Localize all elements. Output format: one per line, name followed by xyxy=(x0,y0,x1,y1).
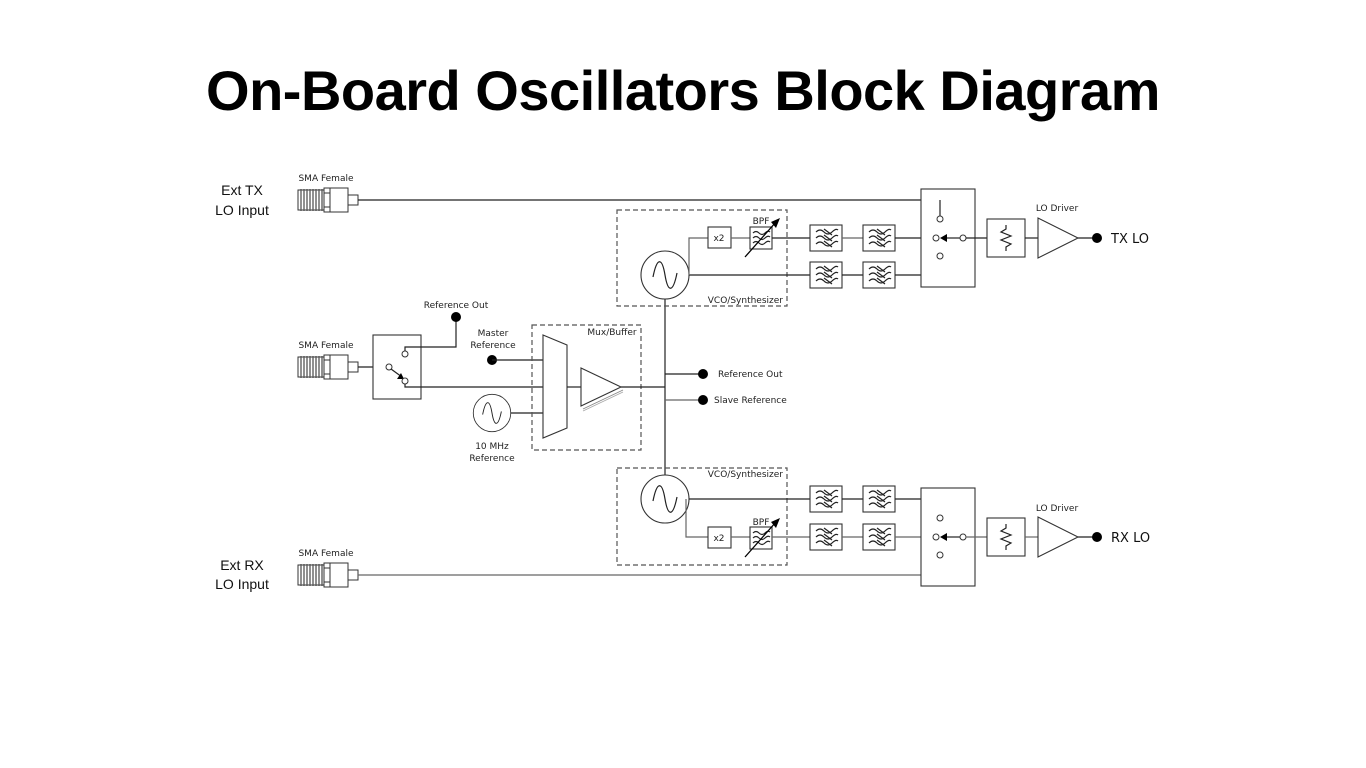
rx-lo-output-label: RX LO xyxy=(1111,531,1150,546)
10mhz-oscillator-icon xyxy=(472,393,512,433)
sma-connector-icon xyxy=(297,562,359,588)
ext-rx-label-line1: Ext RX xyxy=(220,557,264,573)
reference-out-port xyxy=(698,369,708,379)
sma-label-tx: SMA Female xyxy=(298,174,354,184)
reference-input: SMA Female xyxy=(297,341,359,380)
tx-switch-arrow-icon xyxy=(940,234,947,242)
rx-vco-synth-block xyxy=(616,467,788,566)
rx-filter-1b-icon xyxy=(862,485,896,513)
master-reference-label-line1: Master xyxy=(478,329,509,339)
sma-label-ref: SMA Female xyxy=(298,341,354,351)
rx-lo-output-port xyxy=(1092,532,1102,542)
ext-tx-label-line1: Ext TX xyxy=(221,182,263,198)
sma-label-rx: SMA Female xyxy=(298,549,354,559)
ext-tx-lo-input: Ext TX LO Input SMA Female xyxy=(215,174,359,218)
tx-lo-output-port xyxy=(1092,233,1102,243)
rx-filter-2a-icon xyxy=(809,523,843,551)
tx-lo-driver-label: LO Driver xyxy=(1036,204,1079,214)
rx-vco-label: VCO/Synthesizer xyxy=(708,470,784,480)
rx-filter-2b-icon xyxy=(862,523,896,551)
tx-filter-1a-icon xyxy=(809,224,843,252)
tx-attenuator-icon xyxy=(986,218,1026,258)
tx-vco-label: VCO/Synthesizer xyxy=(708,296,784,306)
slave-reference-label: Slave Reference xyxy=(714,396,787,406)
ext-rx-label-line2: LO Input xyxy=(215,576,269,592)
master-reference-label-line2: Reference xyxy=(470,341,516,351)
10mhz-label-line1: 10 MHz xyxy=(475,442,509,452)
rx-filter-1a-icon xyxy=(809,485,843,513)
reference-out-label: Reference Out xyxy=(718,370,783,380)
rx-bpf-label: BPF xyxy=(753,518,770,528)
rx-switch-arrow-icon xyxy=(940,533,947,541)
rx-doubler-label: x2 xyxy=(713,534,724,544)
tx-lo-driver-amp-icon xyxy=(1037,217,1079,259)
tx-vco-oscillator-icon xyxy=(640,250,690,300)
reference-out-top-port xyxy=(451,312,461,322)
mux-icon xyxy=(542,334,568,439)
sma-connector-icon xyxy=(297,187,359,213)
mux-buffer-label: Mux/Buffer xyxy=(587,328,636,338)
ext-tx-label-line2: LO Input xyxy=(215,202,269,218)
rx-lo-driver-amp-icon xyxy=(1037,516,1079,558)
reference-switch xyxy=(372,334,422,400)
switch-arrow-icon xyxy=(397,373,404,379)
tx-filter-1b-icon xyxy=(862,224,896,252)
tx-bpf-label: BPF xyxy=(753,217,770,227)
buffer-amp-icon xyxy=(580,367,623,407)
tx-lo-output-label: TX LO xyxy=(1110,232,1149,247)
tx-filter-2a-icon xyxy=(809,261,843,289)
rx-attenuator-icon xyxy=(986,517,1026,557)
slave-reference-port xyxy=(698,395,708,405)
ext-rx-lo-input: Ext RX LO Input SMA Female xyxy=(215,549,359,592)
rx-vco-oscillator-icon xyxy=(640,474,690,524)
tx-doubler-label: x2 xyxy=(713,234,724,244)
tx-filter-2b-icon xyxy=(862,261,896,289)
diagram-title: On-Board Oscillators Block Diagram xyxy=(206,59,1160,122)
sma-connector-icon xyxy=(297,354,359,380)
10mhz-label-line2: Reference xyxy=(469,454,515,464)
rx-lo-driver-label: LO Driver xyxy=(1036,504,1079,514)
reference-out-top-label: Reference Out xyxy=(424,301,489,311)
tx-vco-synth-block xyxy=(616,209,788,307)
